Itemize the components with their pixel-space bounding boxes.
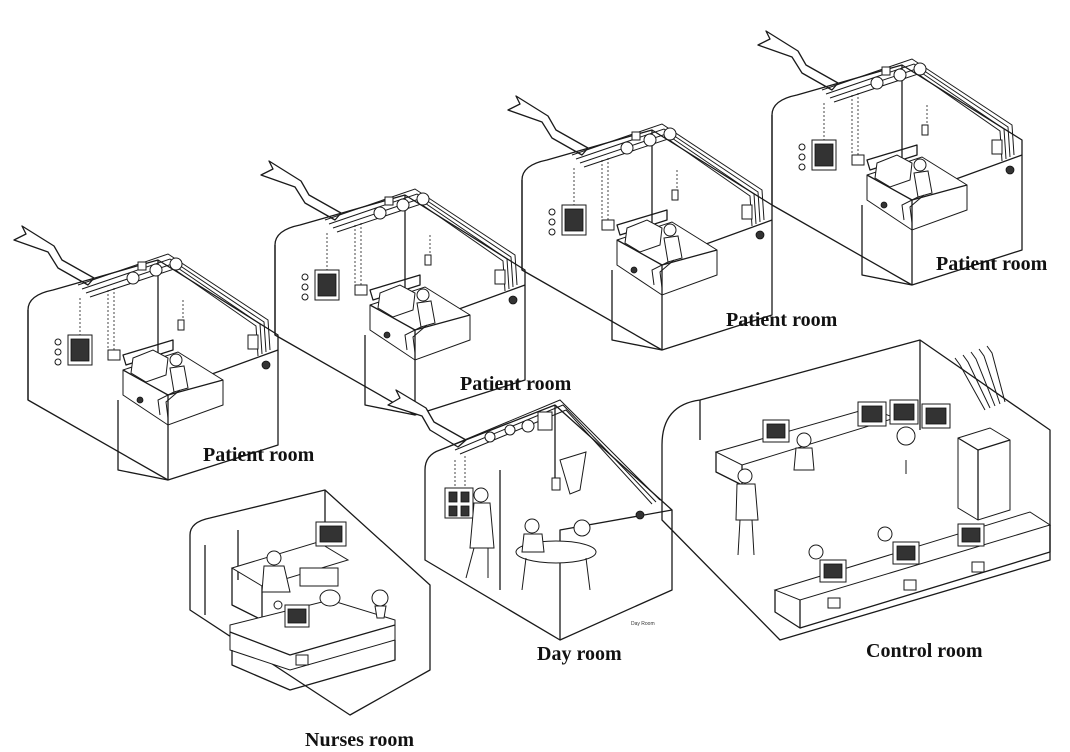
day-room-label: Day room	[537, 643, 622, 665]
patient-room-1-drawing	[13, 225, 279, 481]
patient-room-2-label: Patient room	[460, 373, 572, 395]
patient-room-3-label: Patient room	[726, 309, 838, 331]
control-room-label: Control room	[866, 640, 983, 662]
patient-room-4-drawing	[757, 30, 1023, 286]
nurses-room-label: Nurses room	[305, 729, 415, 751]
day-room-tag: Day Room	[631, 621, 655, 627]
patient-room-4-label: Patient room	[936, 253, 1048, 275]
control-room-drawing	[661, 339, 1052, 641]
day-room-drawing	[387, 389, 673, 641]
nurses-room-drawing	[189, 489, 431, 716]
patient-room-1-label: Patient room	[203, 444, 315, 466]
